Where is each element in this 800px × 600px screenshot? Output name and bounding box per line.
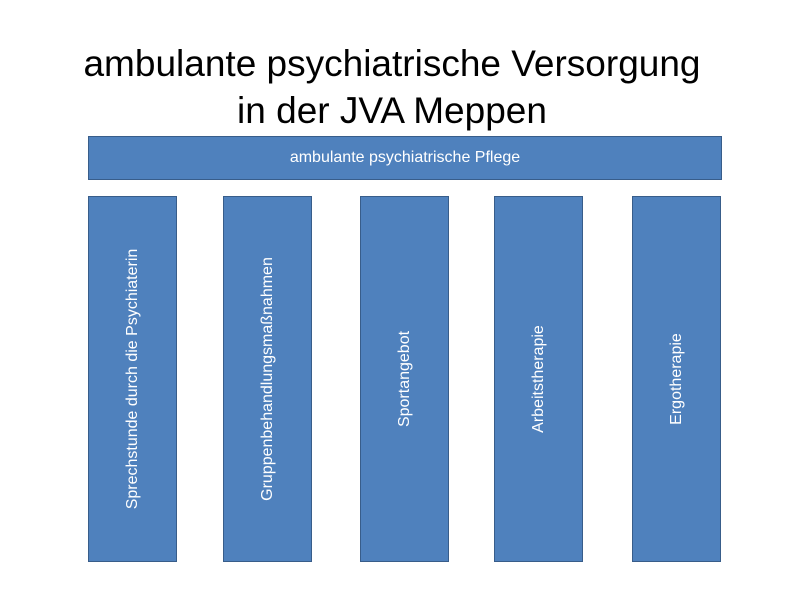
pillar-label: Ergotherapie (667, 333, 685, 425)
pillar-box-arbeitstherapie: Arbeitstherapie (494, 196, 583, 562)
page-title-line-1: ambulante psychiatrische Versorgung (83, 43, 701, 84)
pillar-box-ergotherapie: Ergotherapie (632, 196, 721, 562)
pillar-box-sprechstunde: Sprechstunde durch die Psychiaterin (88, 196, 177, 562)
top-bar-box: ambulante psychiatrische Pflege (88, 136, 722, 180)
pillar-label: Arbeitstherapie (529, 325, 547, 433)
pillar-label: Sprechstunde durch die Psychiaterin (123, 248, 141, 510)
pillar-label: Sportangebot (395, 330, 413, 428)
pillar-label: Gruppenbehandlungsmaßnahmen (258, 257, 276, 501)
top-bar-label: ambulante psychiatrische Pflege (289, 149, 521, 166)
pillar-box-sportangebot: Sportangebot (360, 196, 449, 562)
page-title: ambulante psychiatrische Versorgung in d… (0, 40, 784, 134)
page-title-line-2: in der JVA Meppen (237, 90, 547, 131)
pillar-box-gruppenbehandlung: Gruppenbehandlungsmaßnahmen (223, 196, 312, 562)
